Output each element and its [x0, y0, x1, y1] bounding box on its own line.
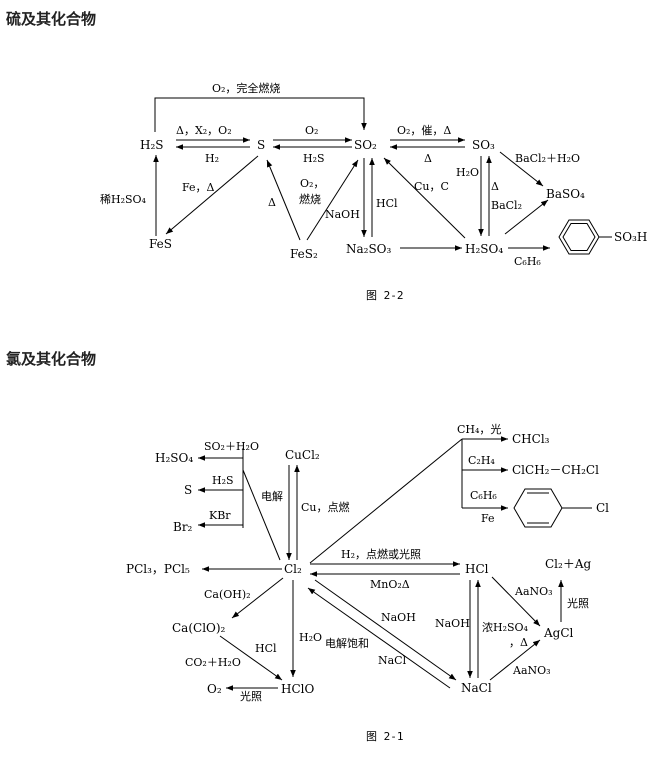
arrow-h2s-so2-top [154, 97, 367, 132]
arrow-hcl-agcl [491, 576, 541, 627]
label-cl-sub: Cl [596, 501, 609, 515]
label-s-so2-back: H₂S [303, 152, 325, 165]
node-so2: SO₂ [354, 138, 377, 152]
label-mno2: MnO₂Δ [370, 578, 410, 591]
sulfur-labels: O₂，完全燃烧 H₂S S SO₂ SO₃ FeS FeS₂ Na₂SO₃ H₂… [100, 81, 647, 302]
node-pcl: PCl₃，PCl₅ [126, 562, 190, 576]
heading-sulfur: 硫及其化合物 [6, 10, 97, 28]
label-agno3-1: AaNO₃ [514, 585, 553, 598]
node-s: S [184, 483, 192, 497]
label-h2o: H₂O [456, 166, 479, 179]
label-cu-burn: Cu，点燃 [301, 500, 350, 514]
label-fe: Fe [481, 512, 495, 525]
sulfur-diagram [153, 97, 612, 255]
label-kbr: KBr [209, 509, 231, 522]
arrow-h2so4-baso4 [504, 199, 549, 235]
chlorine-diagram [198, 436, 592, 691]
label-o2-burn-1: O₂， [300, 177, 324, 190]
node-h2s: H₂S [140, 138, 164, 152]
label-cu-c: Cu，C [414, 180, 449, 193]
label-so3h: SO₃H [614, 230, 647, 244]
node-hclo: HClO [281, 682, 314, 696]
arrow-so3-baso4 [499, 151, 544, 187]
label-c2h4: C₂H₄ [468, 454, 495, 467]
label-so2-so3-fwd: O₂，催，Δ [397, 123, 451, 137]
arrow-h2so4-so2 [383, 157, 466, 239]
label-so2-h2o: SO₂＋H₂O [204, 440, 259, 453]
label-conc-h2so4: 浓H₂SO₄ [482, 621, 529, 634]
benzene-ring-chloro [513, 488, 592, 528]
label-light-2: 光照 [567, 596, 589, 610]
node-cl2: Cl₂ [284, 562, 302, 576]
arrow-fes2-so2 [306, 159, 359, 241]
arrow-nacl-cl2 [307, 587, 451, 689]
node-baso4: BaSO₄ [546, 187, 585, 201]
label-dilute-h2so4: 稀H₂SO₄ [100, 193, 147, 206]
label-s-so2-fwd: O₂ [305, 124, 318, 137]
arrow-nacl-agcl [489, 639, 541, 681]
label-naoh-diag: NaOH [381, 611, 416, 624]
node-h2so4: H₂SO₄ [465, 242, 503, 256]
label-delta-fes2: Δ [268, 196, 276, 209]
label-nacl: NaCl [378, 654, 407, 667]
label-agno3-2: AaNO₃ [512, 664, 551, 677]
node-br2: Br₂ [173, 520, 193, 534]
label-o2-complete-burn: O₂，完全燃烧 [212, 81, 280, 95]
label-naoh: NaOH [325, 208, 360, 221]
label-h2o: H₂O [299, 631, 322, 644]
node-so3: SO₃ [472, 138, 495, 152]
label-cl2-ag: Cl₂＋Ag [545, 557, 591, 571]
node-s: S [257, 138, 265, 152]
caption-fig-2-2: 图 2-2 [366, 289, 404, 302]
label-bacl2-h2o: BaCl₂＋H₂O [515, 152, 580, 165]
node-agcl: AgCl [543, 626, 574, 640]
chlorine-labels: Cl₂ HCl NaCl AgCl HClO CuCl₂ PCl₃，PCl₅ C… [126, 422, 609, 743]
label-naoh-vert: NaOH [435, 617, 470, 630]
label-hcl-small: HCl [255, 642, 277, 655]
link-cl2-organic [309, 438, 463, 564]
heading-chlorine: 氯及其化合物 [6, 350, 97, 368]
benzene-ring-sulfonic [558, 219, 612, 255]
label-clch2: ClCH₂－CH₂Cl [512, 463, 599, 477]
arrow-caclo2-hclo [219, 635, 283, 681]
label-c6h6: C₆H₆ [514, 255, 541, 268]
label-h2-burn: H₂，点燃或光照 [341, 547, 421, 561]
label-h2s-s-fwd: Δ，X₂，O₂ [176, 124, 232, 137]
arrow-fes2-s [266, 159, 301, 241]
arrow-cl2-caclo2 [231, 577, 284, 619]
label-electrolysis: 电解 [261, 489, 283, 503]
label-conc-delta: ，Δ [509, 636, 528, 649]
label-h2s: H₂S [212, 474, 234, 487]
node-h2so4: H₂SO₄ [155, 451, 193, 465]
arrow-cl2-nacl [314, 579, 457, 681]
label-c6h6: C₆H₆ [470, 489, 497, 502]
node-o2: O₂ [207, 682, 222, 696]
node-caclo2: Ca(ClO)₂ [172, 621, 226, 635]
label-h2s-s-back: H₂ [205, 152, 219, 165]
label-delta-so3: Δ [491, 180, 499, 193]
label-caoh2: Ca(OH)₂ [204, 588, 251, 601]
caption-fig-2-1: 图 2-1 [366, 730, 404, 743]
node-fes2: FeS₂ [290, 247, 318, 261]
label-o2-burn-2: 燃烧 [299, 192, 321, 206]
label-hcl: HCl [376, 197, 398, 210]
arrow-s-fes [165, 155, 259, 235]
label-light-1: 光照 [240, 689, 262, 703]
label-ch4-light: CH₄，光 [457, 422, 501, 436]
label-co2-h2o: CO₂＋H₂O [185, 656, 241, 669]
label-chcl3: CHCl₃ [512, 432, 550, 446]
node-cucl2: CuCl₂ [285, 448, 320, 462]
label-so2-so3-back: Δ [424, 152, 432, 165]
link-cl2-left-bracket [242, 469, 281, 561]
node-na2so3: Na₂SO₃ [346, 242, 392, 256]
node-nacl: NaCl [461, 681, 492, 695]
node-fes: FeS [149, 237, 172, 251]
label-bacl2: BaCl₂ [491, 199, 522, 212]
label-fe-heat: Fe，Δ [182, 181, 215, 194]
label-elec-sat: 电解饱和 [325, 636, 369, 650]
node-hcl: HCl [465, 562, 489, 576]
